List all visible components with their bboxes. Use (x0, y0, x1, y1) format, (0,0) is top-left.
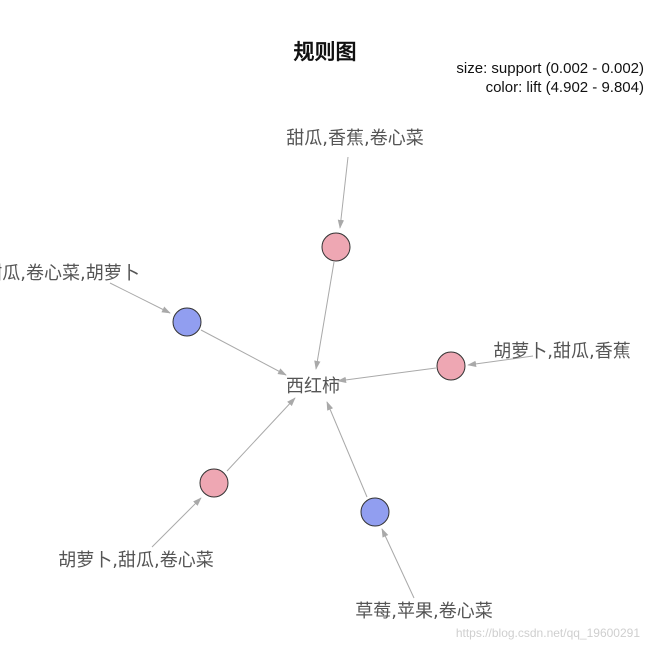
antecedent-label-4: 胡萝卜,甜瓜,卷心菜 (58, 550, 213, 571)
antecedent-label-1: 甜瓜,香蕉,卷心菜 (286, 128, 423, 149)
edge-rule2-to-center (200, 329, 287, 376)
edge-a3-to-rule (467, 355, 534, 368)
edge-a4-to-rule (151, 497, 202, 548)
edge-a5-to-rule (381, 528, 415, 599)
antecedent-label-5: 草莓,苹果,卷心菜 (355, 601, 492, 622)
antecedent-label-3: 胡萝卜,甜瓜,香蕉 (493, 341, 630, 362)
center-item-label: 西红柿 (286, 376, 340, 397)
edge-a2-to-rule (109, 282, 171, 314)
edge-rule1-to-center (314, 261, 335, 370)
legend-size: size: support (0.002 - 0.002) (456, 60, 644, 77)
watermark: https://blog.csdn.net/qq_19600291 (455, 626, 640, 640)
rule-node-1 (321, 232, 351, 262)
antecedent-label-2: 甜瓜,卷心菜,胡萝卜 (0, 263, 140, 284)
legend-color: color: lift (4.902 - 9.804) (485, 79, 644, 96)
rule-node-4 (199, 468, 229, 498)
edge-rule5-to-center (326, 401, 368, 498)
rule-node-5 (360, 497, 390, 527)
rule-node-2 (172, 307, 202, 337)
edge-rule3-to-center (337, 367, 437, 384)
edge-a1-to-rule (337, 156, 349, 229)
chart-title: 规则图 (293, 40, 357, 64)
edge-rule4-to-center (226, 397, 296, 472)
rule-node-3 (436, 351, 466, 381)
